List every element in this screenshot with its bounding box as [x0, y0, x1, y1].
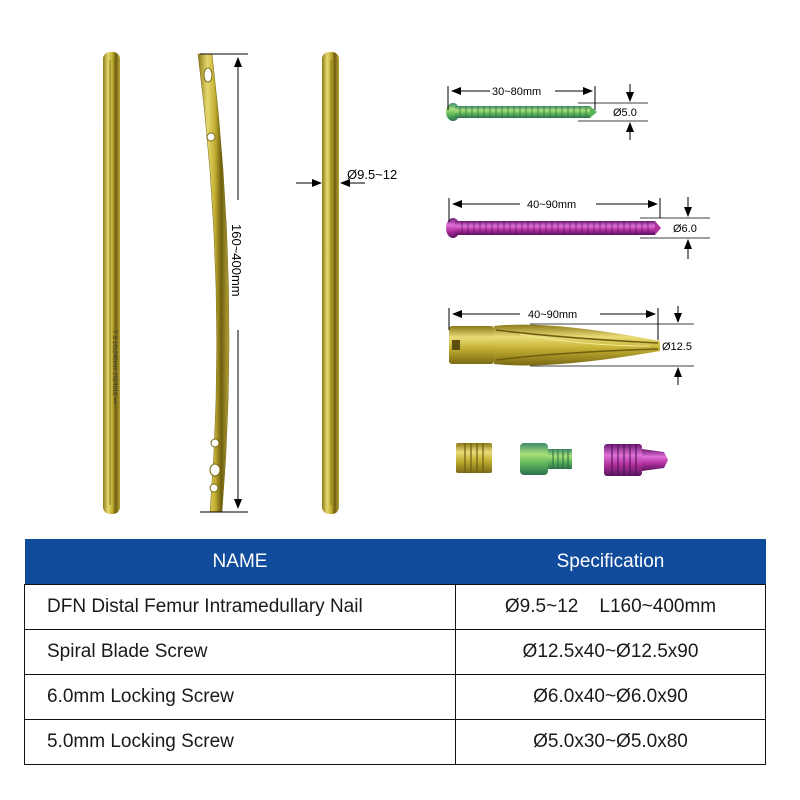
spiral-blade-dimensions: 40~90mm Ø12.5	[448, 306, 694, 385]
nail-length-label: 160~400mm	[229, 224, 244, 297]
spiral-blade-screw	[449, 324, 660, 366]
screw-5mm-dimensions: 30~80mm Ø5.0	[447, 84, 648, 140]
nail-diameter-dimension: Ø9.5~12	[296, 167, 397, 187]
table-row: Spiral Blade Screw Ø12.5x40~Ø12.5x90	[24, 629, 766, 675]
row-spec: Ø12.5x40~Ø12.5x90	[455, 629, 766, 675]
product-illustration: T S 10x240mm 2024010 == 160~400mm Ø9.5~1…	[103, 52, 710, 514]
table-row: DFN Distal Femur Intramedullary Nail Ø9.…	[24, 584, 766, 630]
row-name: 6.0mm Locking Screw	[24, 674, 456, 720]
screw-6mm-length-label: 40~90mm	[527, 199, 576, 211]
nail-length-dimension: 160~400mm	[200, 53, 248, 513]
end-cap-gold	[456, 443, 492, 473]
locking-screw-5mm	[446, 103, 597, 121]
end-cap-magenta	[604, 444, 668, 476]
row-name: 5.0mm Locking Screw	[24, 719, 456, 765]
blade-length-label: 40~90mm	[528, 309, 577, 321]
nail-diameter-label: Ø9.5~12	[347, 167, 397, 182]
row-spec: Ø6.0x40~Ø6.0x90	[455, 674, 766, 720]
table-header-row: NAME Specification	[24, 539, 766, 585]
row-spec: Ø5.0x30~Ø5.0x80	[455, 719, 766, 765]
nail-back-view	[322, 52, 339, 514]
row-spec-value: Ø9.5~12 L160~400mm	[504, 596, 717, 617]
svg-text:T S 10x240mm 2024010 ==: T S 10x240mm 2024010 ==	[111, 330, 117, 405]
screw-6mm-dimensions: 40~90mm Ø6.0	[448, 197, 710, 259]
column-header-specification: Specification	[455, 539, 766, 585]
row-name: Spiral Blade Screw	[24, 629, 456, 675]
blade-diameter-label: Ø12.5	[662, 341, 692, 353]
screw-5mm-length-label: 30~80mm	[492, 86, 541, 98]
nail-front-view: T S 10x240mm 2024010 ==	[103, 52, 120, 514]
end-cap-green	[520, 443, 572, 475]
row-spec: Ø9.5~12 L160~400mm	[455, 584, 766, 630]
table-row: 5.0mm Locking Screw Ø5.0x30~Ø5.0x80	[24, 719, 766, 765]
column-header-name: NAME	[24, 539, 456, 585]
row-name: DFN Distal Femur Intramedullary Nail	[24, 584, 456, 630]
screw-6mm-diameter-label: Ø6.0	[673, 223, 697, 235]
nail-side-view	[197, 53, 230, 513]
table-row: 6.0mm Locking Screw Ø6.0x40~Ø6.0x90	[24, 674, 766, 720]
locking-screw-6mm	[446, 218, 661, 238]
specification-table: NAME Specification DFN Distal Femur Intr…	[24, 539, 766, 765]
screw-5mm-diameter-label: Ø5.0	[613, 107, 637, 119]
